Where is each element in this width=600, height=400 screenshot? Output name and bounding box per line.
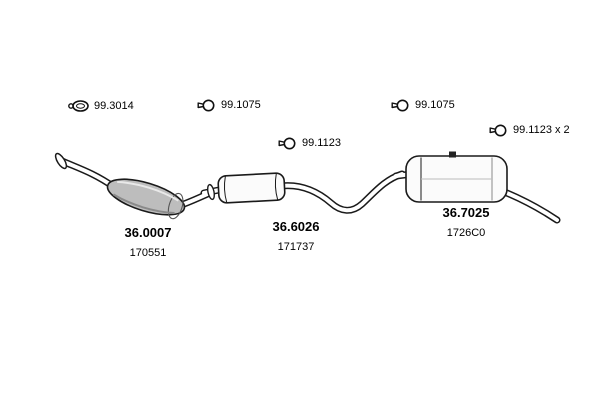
part-code: 36.0007 <box>124 225 172 240</box>
fastener-label: 99.1075 <box>221 99 261 111</box>
gasket-icon <box>68 100 89 112</box>
fastener-99-1075-front[interactable]: 99.1075 <box>197 98 261 113</box>
part-code: 36.7025 <box>442 205 490 220</box>
front-flange <box>54 152 68 170</box>
clamp-icon <box>197 99 215 112</box>
rear-silencer <box>405 151 508 203</box>
fastener-label: 99.3014 <box>94 99 134 112</box>
fastener-99-1123[interactable]: 99.1123 <box>278 136 341 151</box>
fastener-label: 99.1123 <box>302 137 341 149</box>
fastener-label: 99.1123 x 2 <box>513 124 570 136</box>
part-ref: 1726C0 <box>446 227 486 240</box>
fastener-label: 99.1075 <box>415 99 455 111</box>
part-label-rear-silencer[interactable]: 36.7025 1726C0 <box>421 205 511 240</box>
part-ref: 170551 <box>129 247 167 260</box>
part-code: 36.6026 <box>272 219 320 234</box>
fastener-99-1123-x2[interactable]: 99.1123 x 2 <box>489 123 570 138</box>
part-ref: 171737 <box>277 241 315 254</box>
hanger-bracket <box>449 151 456 158</box>
clamp-icon <box>489 124 507 137</box>
part-label-centre-silencer[interactable]: 36.6026 171737 <box>251 219 341 254</box>
catalytic-converter <box>106 178 186 220</box>
centre-silencer <box>217 172 286 204</box>
fastener-99-3014[interactable]: 99.3014 <box>68 98 134 114</box>
joint-flange <box>206 183 216 201</box>
clamp-icon <box>278 137 296 150</box>
clamp-icon <box>391 99 409 112</box>
part-label-catalytic-converter[interactable]: 36.0007 170551 <box>103 225 193 260</box>
fastener-99-1075-rear[interactable]: 99.1075 <box>391 98 455 113</box>
